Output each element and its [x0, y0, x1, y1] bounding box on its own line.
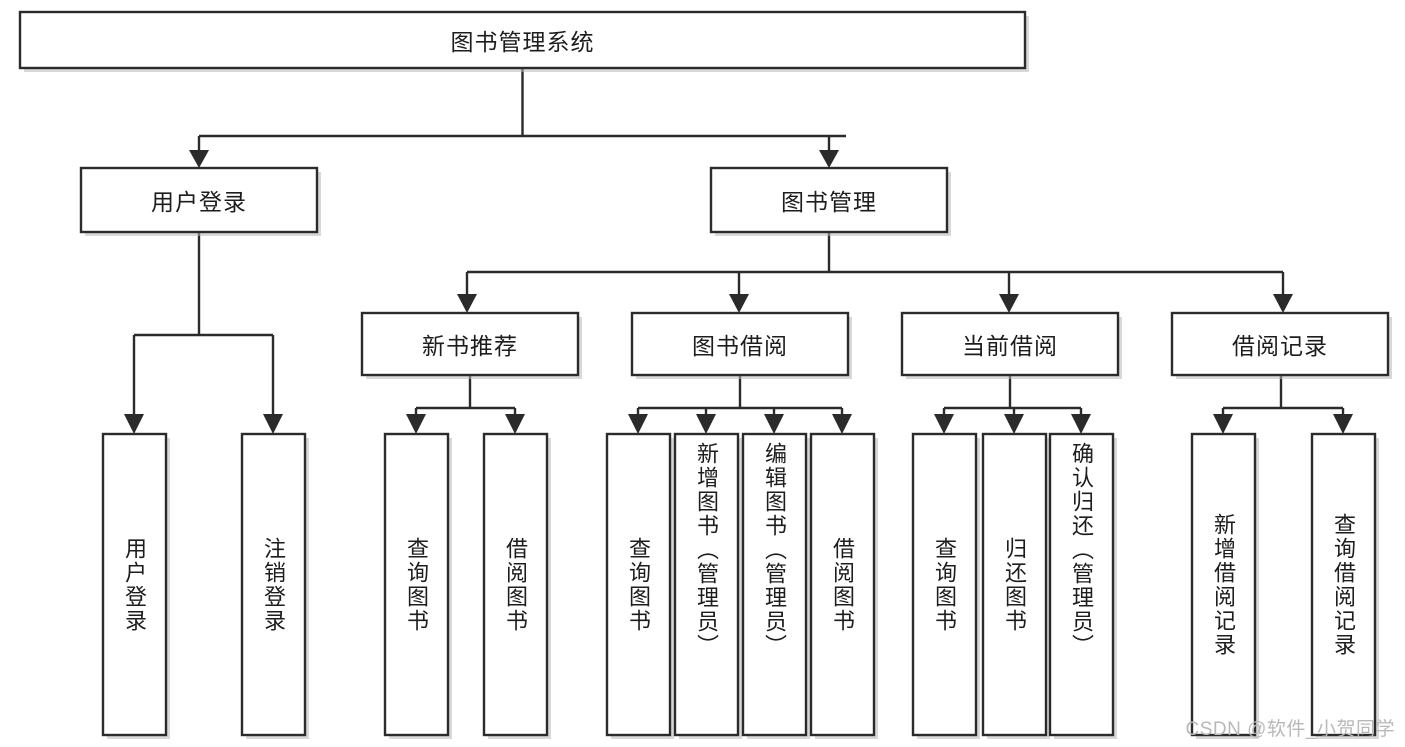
arrowhead-leaf-edit-book-admin — [764, 414, 784, 434]
node-leaf-add-borrow-record[interactable] — [1190, 432, 1257, 737]
node-current-borrow[interactable] — [900, 311, 1120, 377]
arrowhead-book-management — [819, 150, 839, 168]
node-leaf-query-book-borrow[interactable] — [605, 432, 672, 737]
arrowhead-leaf-add-book-admin — [696, 414, 716, 434]
arrowhead-leaf-user-login — [124, 414, 144, 434]
arrowhead-borrow-record — [1273, 294, 1293, 313]
arrowhead-leaf-query-book-borrow — [628, 414, 648, 434]
arrowhead-leaf-query-book-current — [934, 414, 954, 434]
edges-new-book-recommend-to-leaves — [406, 375, 525, 434]
arrowhead-leaf-confirm-return-admin — [1071, 414, 1091, 434]
node-leaf-borrow-book[interactable] — [809, 432, 876, 737]
node-book-borrow[interactable] — [630, 311, 850, 377]
edges-borrow-record-to-leaves — [1213, 375, 1353, 434]
node-leaf-user-logout[interactable] — [240, 432, 307, 737]
node-leaf-borrow-book-recommend[interactable] — [482, 432, 549, 737]
node-new-book-recommend[interactable] — [360, 311, 580, 377]
edges-root-to-level1 — [189, 68, 846, 168]
arrowhead-leaf-borrow-book — [832, 414, 852, 434]
arrowhead-book-borrow — [729, 294, 749, 313]
node-boxes — [18, 10, 1392, 739]
node-leaf-confirm-return-admin[interactable] — [1048, 432, 1115, 737]
node-borrow-record[interactable] — [1170, 311, 1390, 377]
node-leaf-query-book-current[interactable] — [911, 432, 978, 737]
arrowhead-current-borrow — [999, 294, 1019, 313]
edges-user-login-to-leaves — [124, 232, 283, 434]
edges-book-management-to-level2 — [457, 232, 1293, 313]
arrowhead-leaf-add-borrow-record — [1213, 414, 1233, 434]
node-user-login[interactable] — [79, 166, 319, 234]
node-leaf-edit-book-admin[interactable] — [741, 432, 808, 737]
node-leaf-user-login[interactable] — [101, 432, 168, 737]
node-book-management[interactable] — [709, 166, 949, 234]
arrowhead-new-book-recommend — [457, 294, 477, 313]
edges-book-borrow-to-leaves — [628, 375, 852, 434]
arrowhead-user-login — [189, 150, 209, 168]
node-leaf-query-borrow-record[interactable] — [1310, 432, 1377, 737]
node-leaf-return-book[interactable] — [981, 432, 1048, 737]
node-leaf-query-book-recommend[interactable] — [383, 432, 450, 737]
arrowhead-leaf-borrow-book-recommend — [505, 414, 525, 434]
edges-current-borrow-to-leaves — [934, 375, 1091, 434]
node-leaf-add-book-admin[interactable] — [673, 432, 740, 737]
arrowhead-leaf-return-book — [1004, 414, 1024, 434]
arrowhead-leaf-user-logout — [263, 414, 283, 434]
arrowhead-leaf-query-borrow-record — [1333, 414, 1353, 434]
node-root[interactable] — [18, 10, 1027, 70]
arrowhead-leaf-query-book-recommend — [406, 414, 426, 434]
